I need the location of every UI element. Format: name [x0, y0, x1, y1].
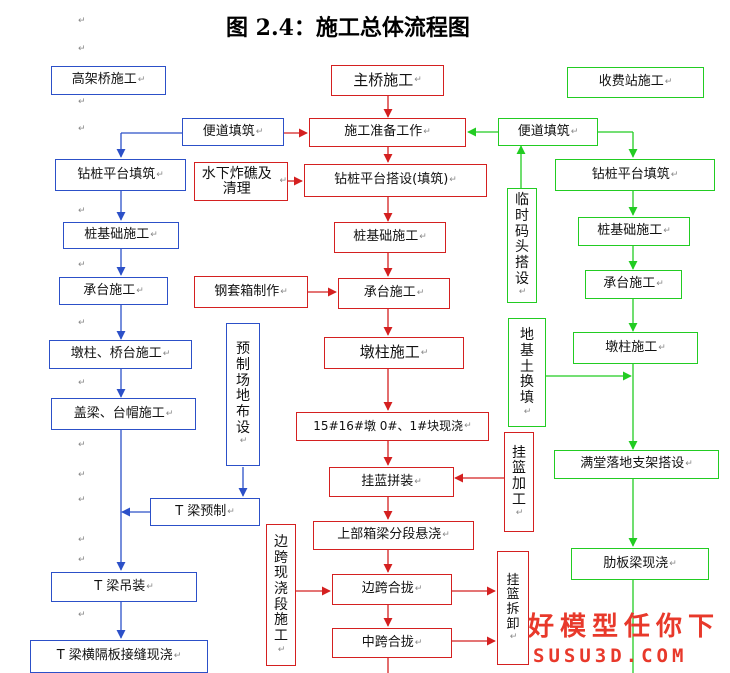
vertical-char: 地 — [236, 388, 250, 405]
paragraph-mark: ↵ — [78, 555, 86, 565]
node-access-road-fill-left: 便道填筑↵ — [182, 118, 284, 146]
node-full-scaffolding: 满堂落地支架搭设↵ — [554, 450, 719, 479]
node-pile-foundation-left: 桩基础施工↵ — [63, 222, 179, 249]
paragraph-mark: ↵ — [78, 440, 86, 450]
vertical-char: 卸 — [506, 616, 520, 632]
paragraph-mark: ↵ — [78, 495, 86, 505]
vertical-char: 填 — [520, 389, 534, 406]
node-t-beam-hoisting: T 梁吊装↵ — [51, 572, 197, 602]
vertical-char: 挂 — [506, 572, 520, 588]
vertical-char: 基 — [520, 342, 534, 359]
vertical-char: 现 — [274, 565, 288, 582]
node-pier-column-right: 墩柱施工↵ — [573, 332, 698, 364]
vertical-char: 制 — [236, 357, 250, 374]
vertical-char: 临 — [515, 192, 529, 209]
node-hanging-basket-assembly: 挂蓝拼装↵ — [329, 467, 454, 497]
node-drilling-platform-fill-left: 钻桩平台填筑↵ — [55, 159, 186, 191]
middle-connectors — [284, 96, 504, 673]
node-viaduct-construction: 高架桥施工↵ — [51, 66, 166, 95]
vertical-char: 拆 — [506, 601, 520, 617]
node-ribbed-slab-casting: 肋板梁现浇↵ — [571, 548, 709, 580]
paragraph-mark: ↵ — [78, 470, 86, 480]
vertical-char: 头 — [515, 239, 529, 256]
node-drilling-platform-build: 钻桩平台搭设(填筑)↵ — [304, 164, 487, 197]
node-pier-column-middle: 墩柱施工↵ — [324, 337, 464, 369]
vertical-char: 挂 — [512, 444, 526, 461]
paragraph-mark: ↵ — [78, 318, 86, 328]
vertical-char: 换 — [520, 374, 534, 391]
vertical-char: 预 — [236, 341, 250, 358]
vertical-char: 搭 — [515, 255, 529, 272]
right-connectors — [467, 127, 638, 673]
vertical-char: 浇 — [274, 581, 288, 598]
watermark-site: SUSU3D.COM — [533, 645, 688, 667]
node-pile-cap-middle: 承台施工↵ — [338, 278, 450, 309]
vertical-char: 场 — [236, 372, 250, 389]
vertical-char: 篮 — [512, 460, 526, 477]
vertical-char: 布 — [236, 404, 250, 421]
vertical-char: 时 — [515, 208, 529, 225]
left-connectors — [116, 132, 248, 639]
vertical-char: 施 — [274, 612, 288, 629]
node-underwater-blasting: 水下炸礁及清理↵ — [194, 162, 288, 201]
node-precast-yard-layout: 预制场地布设↵ — [226, 323, 260, 466]
node-pile-foundation-middle: 桩基础施工↵ — [334, 222, 446, 253]
paragraph-mark: ↵ — [78, 206, 86, 216]
paragraph-mark: ↵ — [78, 44, 86, 54]
vertical-char: 设 — [515, 270, 529, 287]
vertical-char: 工 — [274, 628, 288, 645]
node-construction-preparation: 施工准备工作↵ — [309, 118, 466, 147]
vertical-char: 加 — [512, 475, 526, 492]
vertical-char: 码 — [515, 223, 529, 240]
vertical-char: 土 — [520, 358, 534, 375]
vertical-char: 跨 — [274, 549, 288, 566]
node-pile-cap-left: 承台施工↵ — [59, 277, 168, 305]
node-main-bridge-construction: 主桥施工↵ — [331, 65, 444, 96]
paragraph-mark: ↵ — [78, 16, 86, 26]
node-side-span-closure: 边跨合拢↵ — [332, 574, 452, 605]
node-pile-cap-right: 承台施工↵ — [585, 270, 682, 299]
node-steel-cofferdam-fabrication: 钢套箱制作↵ — [194, 276, 308, 308]
node-block-cast-in-place: 15#16#墩 0#、1#块现浇↵ — [296, 412, 489, 441]
node-side-span-cast-in-place: 边跨现浇段施工↵ — [266, 524, 296, 666]
page-title: 图 2.4：施工总体流程图 — [226, 15, 470, 41]
node-drilling-platform-fill-right: 钻桩平台填筑↵ — [555, 159, 715, 191]
vertical-char: 段 — [274, 596, 288, 613]
node-segment-cantilever-casting: 上部箱梁分段悬浇↵ — [313, 521, 474, 550]
node-capbeam-left: 盖梁、台帽施工↵ — [51, 398, 196, 430]
paragraph-mark: ↵ — [78, 535, 86, 545]
vertical-char: 篮 — [506, 587, 520, 603]
vertical-char: 设 — [236, 419, 250, 436]
paragraph-mark: ↵ — [78, 378, 86, 388]
paragraph-mark: ↵ — [78, 260, 86, 270]
node-access-road-fill-right: 便道填筑↵ — [498, 118, 598, 146]
vertical-char: 边 — [274, 534, 288, 551]
paragraph-mark: ↵ — [78, 610, 86, 620]
paragraph-mark: ↵ — [78, 97, 86, 107]
node-t-beam-diaphragm-joint: T 梁横隔板接缝现浇↵ — [30, 640, 208, 673]
vertical-char: 工 — [512, 491, 526, 508]
node-temporary-wharf: 临时码头搭设↵ — [507, 188, 537, 303]
vertical-char: 地 — [520, 327, 534, 344]
node-hanging-basket-dismantling: 挂篮拆卸↵ — [497, 551, 529, 665]
node-pile-foundation-right: 桩基础施工↵ — [578, 217, 690, 246]
node-foundation-soil-replacement: 地基土换填↵ — [508, 318, 546, 427]
node-toll-station-construction: 收费站施工↵ — [567, 67, 704, 98]
paragraph-mark: ↵ — [78, 124, 86, 134]
watermark-slogan: 好模型任你下 — [528, 612, 721, 642]
node-t-beam-precast: T 梁预制↵ — [150, 498, 260, 526]
node-hanging-basket-processing: 挂篮加工↵ — [504, 432, 534, 532]
node-pier-abutment-left: 墩柱、桥台施工↵ — [49, 340, 192, 369]
node-mid-span-closure: 中跨合拢↵ — [332, 628, 452, 658]
